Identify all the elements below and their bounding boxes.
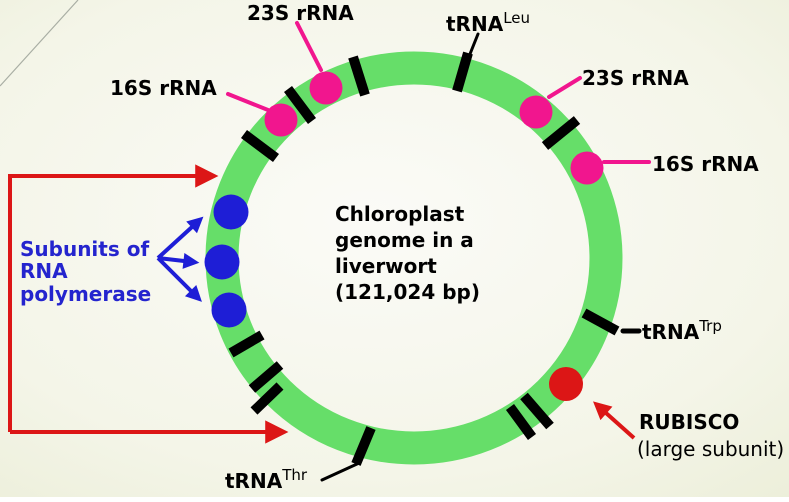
- tick-bottom-left-b: [250, 382, 284, 415]
- dot-rna-polymerase-2: [204, 244, 240, 280]
- dot-rna-polymerase-1: [213, 194, 249, 230]
- tick-trna-thr: [351, 426, 376, 466]
- tick-upper-left: [241, 130, 279, 162]
- dot-rna-polymerase-3: [211, 292, 247, 328]
- leader-16s-left: [226, 92, 270, 112]
- polymerase-pointer-arrows-3: [156, 256, 202, 302]
- label-subunits-line1: Subunits of: [20, 237, 149, 261]
- tick-left-rrna-gap: [284, 86, 316, 124]
- dot-16s-rrna-left: [264, 103, 298, 137]
- rubisco-pointer-arrow: [593, 401, 636, 440]
- leader-trna-thr: [320, 462, 359, 482]
- label-23s-rrna-top-left: 23S rRNA: [247, 1, 354, 25]
- genome-title-line-3: liverwort: [335, 254, 437, 278]
- dot-23s-rrna-right: [519, 95, 553, 129]
- tick-bottom-right-a: [520, 392, 554, 430]
- tick-trna-leu: [452, 51, 473, 93]
- tick-top-left: [348, 55, 370, 97]
- label-trna-trp: tRNATrp: [642, 317, 722, 344]
- decor-diagonal-line: [0, 0, 79, 87]
- dot-16s-rrna-right: [570, 151, 604, 185]
- label-16s-rrna-right: 16S rRNA: [652, 152, 759, 176]
- label-subunits-line3: polymerase: [20, 282, 151, 306]
- tick-bottom-right-b: [505, 404, 537, 440]
- label-rubisco: RUBISCO: [639, 410, 739, 434]
- label-subunits-line2: RNA: [20, 259, 68, 283]
- leader-23s-left: [295, 21, 323, 72]
- tick-bottom-left-single: [228, 330, 265, 358]
- tick-trna-trp: [581, 308, 620, 336]
- label-23s-rrna-right: 23S rRNA: [582, 66, 689, 90]
- dot-23s-rrna-left: [309, 71, 343, 105]
- genome-title-line-4: (121,024 bp): [335, 280, 480, 304]
- label-rubisco-subunit: (large subunit): [637, 437, 784, 461]
- leader-23s-right: [547, 76, 582, 99]
- label-16s-rrna-left: 16S rRNA: [110, 76, 217, 100]
- tick-bottom-left-a: [248, 361, 284, 393]
- polymerase-pointer-arrows-2: [157, 252, 200, 269]
- genome-title-line-2: genome in a: [335, 228, 474, 252]
- dot-rubisco: [549, 367, 583, 401]
- polymerase-pointer-arrows-1: [156, 216, 204, 260]
- genome-title-line-1: Chloroplast: [335, 202, 465, 226]
- label-trna-leu: tRNALeu: [446, 9, 530, 36]
- label-trna-thr: tRNAThr: [225, 466, 308, 493]
- leader-trna-leu: [468, 32, 480, 56]
- tick-right-rrna-gap: [541, 116, 581, 150]
